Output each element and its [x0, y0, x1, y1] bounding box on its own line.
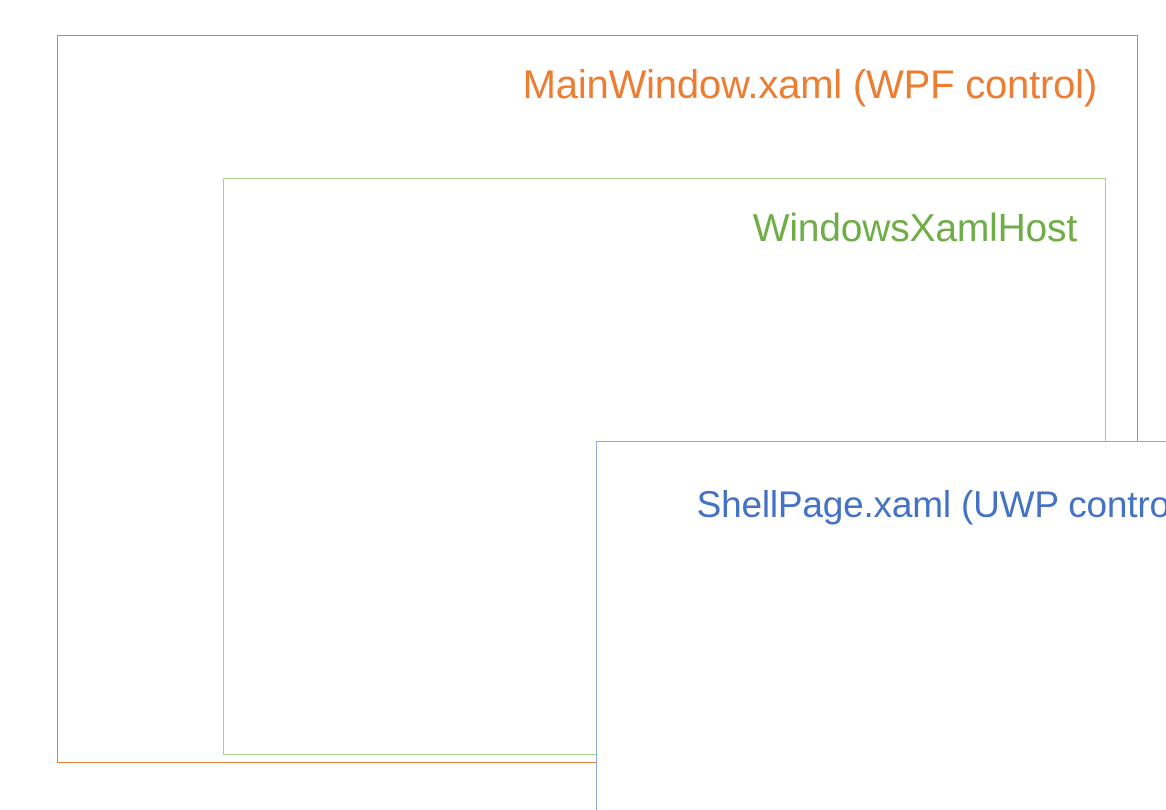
label-mainwindow-wpf: MainWindow.xaml (WPF control) [522, 63, 1098, 107]
container-windowsxamlhost: WindowsXamlHost ShellPage.xaml (UWP cont… [223, 178, 1166, 810]
container-mainwindow-wpf: MainWindow.xaml (WPF control) WindowsXam… [57, 35, 1166, 810]
container-shellpage-uwp: ShellPage.xaml (UWP control) Module 1 Mo… [596, 441, 1166, 810]
label-shellpage-uwp: ShellPage.xaml (UWP control) [696, 484, 1166, 525]
label-windowsxamlhost: WindowsXamlHost [752, 207, 1077, 250]
